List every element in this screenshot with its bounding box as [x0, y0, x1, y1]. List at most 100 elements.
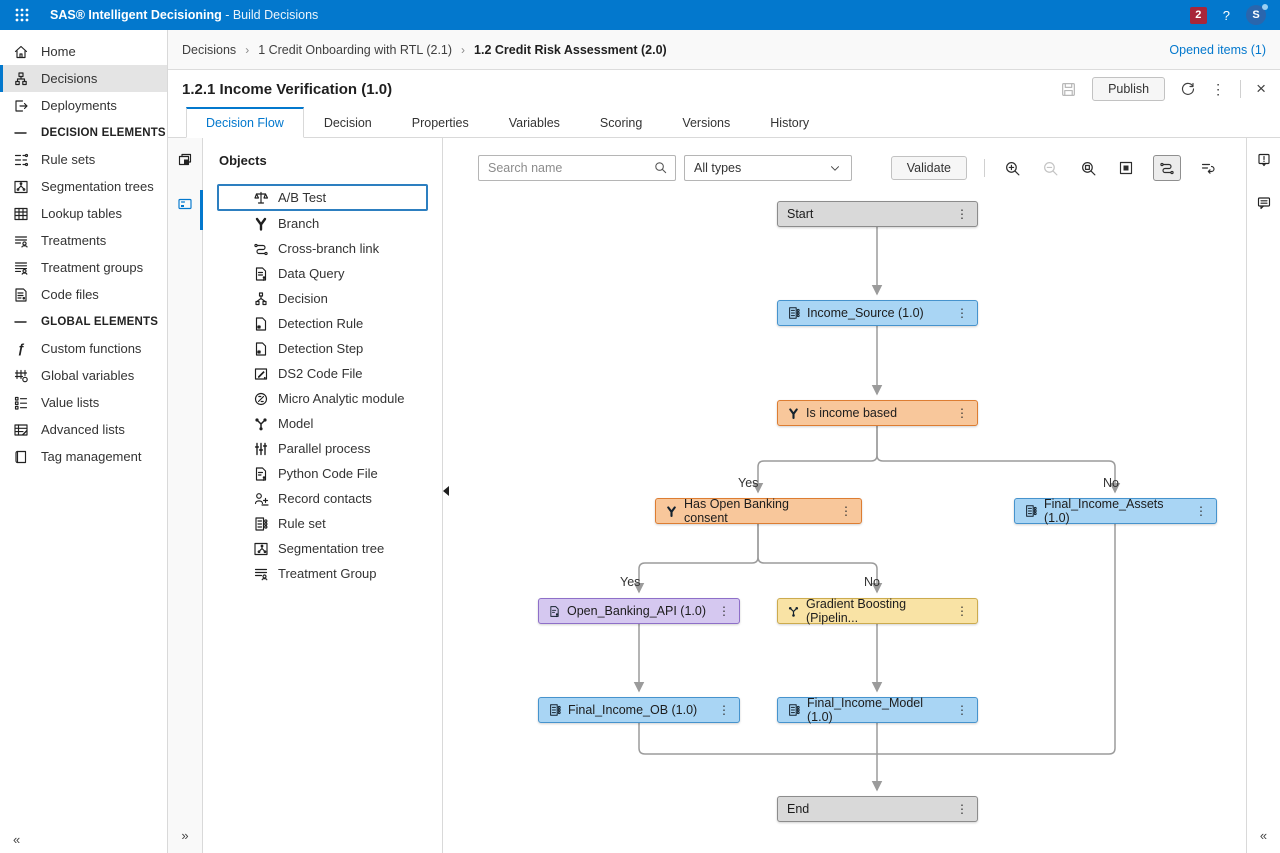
flow-node-final-income-assets[interactable]: Final_Income_Assets (1.0) ⋮ [1014, 497, 1217, 525]
sidebar-item-home[interactable]: Home [0, 38, 167, 65]
sidebar-item-treatments[interactable]: Treatments [0, 227, 167, 254]
help-button[interactable]: ? [1222, 7, 1230, 23]
flow-node-end[interactable]: End ⋮ [777, 796, 978, 822]
breadcrumb-current: 1.2 Credit Risk Assessment (2.0) [474, 42, 667, 57]
validation-issues-icon[interactable] [1256, 152, 1272, 168]
sidebar-item-lookup-tables[interactable]: Lookup tables [0, 200, 167, 227]
flow-node-income-source[interactable]: Income_Source (1.0) ⋮ [777, 300, 978, 326]
tab-scoring[interactable]: Scoring [599, 116, 643, 130]
validate-button[interactable]: Validate [890, 156, 967, 180]
objects-palette-icon[interactable] [177, 152, 193, 168]
object-item-detection-step[interactable]: Detection Step [203, 336, 442, 361]
comments-icon[interactable] [1256, 195, 1272, 211]
breadcrumb-credit-onboarding[interactable]: 1 Credit Onboarding with RTL (2.1) [258, 42, 453, 57]
overview-panel-icon[interactable] [177, 196, 193, 212]
page-title: 1.2.1 Income Verification (1.0) [182, 80, 393, 98]
object-item-rule-set[interactable]: Rule set [203, 511, 442, 536]
object-item-data-query[interactable]: Data Query [203, 261, 442, 286]
node-menu-icon[interactable]: ⋮ [956, 306, 968, 320]
object-item-ab-test[interactable]: A/B Test [217, 184, 428, 211]
node-menu-icon[interactable]: ⋮ [956, 703, 968, 717]
ds2-code-file-icon [253, 366, 269, 382]
rule-set-icon [787, 703, 801, 717]
rule-sets-icon [13, 152, 29, 168]
tab-decision[interactable]: Decision [323, 116, 372, 130]
python-code-file-icon [253, 466, 269, 482]
node-menu-icon[interactable]: ⋮ [956, 207, 968, 221]
object-item-branch[interactable]: Branch [203, 211, 442, 236]
flow-node-final-income-model[interactable]: Final_Income_Model (1.0) ⋮ [777, 696, 978, 724]
node-menu-icon[interactable]: ⋮ [956, 406, 968, 420]
sidebar-item-rule-sets[interactable]: Rule sets [0, 146, 167, 173]
flow-node-open-banking-api[interactable]: Open_Banking_API (1.0) ⋮ [538, 598, 740, 624]
avatar[interactable]: S [1246, 4, 1268, 25]
search-input[interactable] [478, 155, 676, 181]
object-item-model[interactable]: Model [203, 411, 442, 436]
sidebar-collapse-button[interactable]: « [13, 832, 21, 847]
data-query-icon [253, 266, 269, 282]
node-menu-icon[interactable]: ⋮ [956, 802, 968, 816]
section-dash-icon [13, 314, 29, 330]
panel-collapse-handle[interactable] [443, 486, 449, 496]
flow-node-gradient-boosting[interactable]: Gradient Boosting (Pipelin... ⋮ [777, 597, 978, 625]
object-item-decision[interactable]: Decision [203, 286, 442, 311]
value-lists-icon [13, 395, 29, 411]
sidebar-item-tag-management[interactable]: Tag management [0, 443, 167, 470]
object-item-python-code-file[interactable]: Python Code File [203, 461, 442, 486]
app-launcher-icon[interactable] [14, 7, 30, 23]
type-filter-select[interactable]: All types [684, 155, 852, 181]
tab-decision-flow[interactable]: Decision Flow [186, 107, 304, 138]
overview-icon[interactable] [1116, 158, 1136, 178]
tab-variables[interactable]: Variables [508, 116, 560, 130]
zoom-fit-icon[interactable] [1078, 158, 1099, 179]
tab-properties[interactable]: Properties [411, 116, 469, 130]
object-item-segmentation-tree[interactable]: Segmentation tree [203, 536, 442, 561]
node-menu-icon[interactable]: ⋮ [956, 604, 968, 618]
sidebar-item-custom-functions[interactable]: ƒ Custom functions [0, 335, 167, 362]
branch-icon [787, 407, 800, 420]
object-item-micro-analytic-module[interactable]: Micro Analytic module [203, 386, 442, 411]
node-menu-icon[interactable]: ⋮ [840, 504, 852, 518]
flow-node-start[interactable]: Start ⋮ [777, 201, 978, 227]
object-item-record-contacts[interactable]: Record contacts [203, 486, 442, 511]
objects-panel: Objects A/B Test Branch Cross-branch [203, 138, 443, 853]
object-item-detection-rule[interactable]: Detection Rule [203, 311, 442, 336]
edge-label-yes: Yes [620, 575, 641, 589]
flow-node-final-income-ob[interactable]: Final_Income_OB (1.0) ⋮ [538, 697, 740, 723]
close-icon[interactable]: × [1256, 79, 1266, 98]
opened-items-link[interactable]: Opened items (1) [1169, 42, 1266, 57]
zoom-in-icon[interactable] [1002, 158, 1023, 179]
sidebar-item-treatment-groups[interactable]: Treatment groups [0, 254, 167, 281]
save-icon[interactable] [1060, 81, 1077, 98]
object-item-cross-branch-link[interactable]: Cross-branch link [203, 236, 442, 261]
show-connections-icon[interactable] [1153, 155, 1181, 181]
more-options-menu[interactable]: ⋮ [1211, 81, 1226, 97]
notification-badge[interactable]: 2 [1189, 6, 1207, 24]
flow-node-has-open-banking-consent[interactable]: Has Open Banking consent ⋮ [655, 497, 862, 525]
zoom-out-icon[interactable] [1040, 158, 1061, 179]
sidebar-item-value-lists[interactable]: Value lists [0, 389, 167, 416]
node-menu-icon[interactable]: ⋮ [718, 703, 730, 717]
flow-node-is-income-based[interactable]: Is income based ⋮ [777, 400, 978, 426]
breadcrumb-decisions[interactable]: Decisions [182, 42, 237, 57]
node-menu-icon[interactable]: ⋮ [718, 604, 730, 618]
sidebar-item-deployments[interactable]: Deployments [0, 92, 167, 119]
object-item-treatment-group[interactable]: Treatment Group [203, 561, 442, 586]
refresh-icon[interactable] [1180, 81, 1196, 97]
tab-history[interactable]: History [770, 116, 810, 130]
objects-panel-expand-button[interactable]: » [181, 828, 189, 843]
node-menu-icon[interactable]: ⋮ [1195, 504, 1207, 518]
objects-icon-strip: » [168, 138, 203, 853]
sidebar-item-decisions[interactable]: Decisions [0, 65, 167, 92]
sidebar-item-code-files[interactable]: Code files [0, 281, 167, 308]
publish-button[interactable]: Publish [1092, 77, 1166, 101]
object-item-ds2-code-file[interactable]: DS2 Code File [203, 361, 442, 386]
sidebar-item-global-variables[interactable]: Global variables [0, 362, 167, 389]
sidebar-item-advanced-lists[interactable]: Advanced lists [0, 416, 167, 443]
sidebar-section-global-elements: GLOBAL ELEMENTS [0, 308, 167, 335]
object-item-parallel-process[interactable]: Parallel process [203, 436, 442, 461]
reroute-connections-icon[interactable] [1198, 158, 1218, 178]
right-panel-expand-button[interactable]: « [1259, 828, 1268, 843]
tab-versions[interactable]: Versions [682, 116, 731, 130]
sidebar-item-segmentation-trees[interactable]: Segmentation trees [0, 173, 167, 200]
